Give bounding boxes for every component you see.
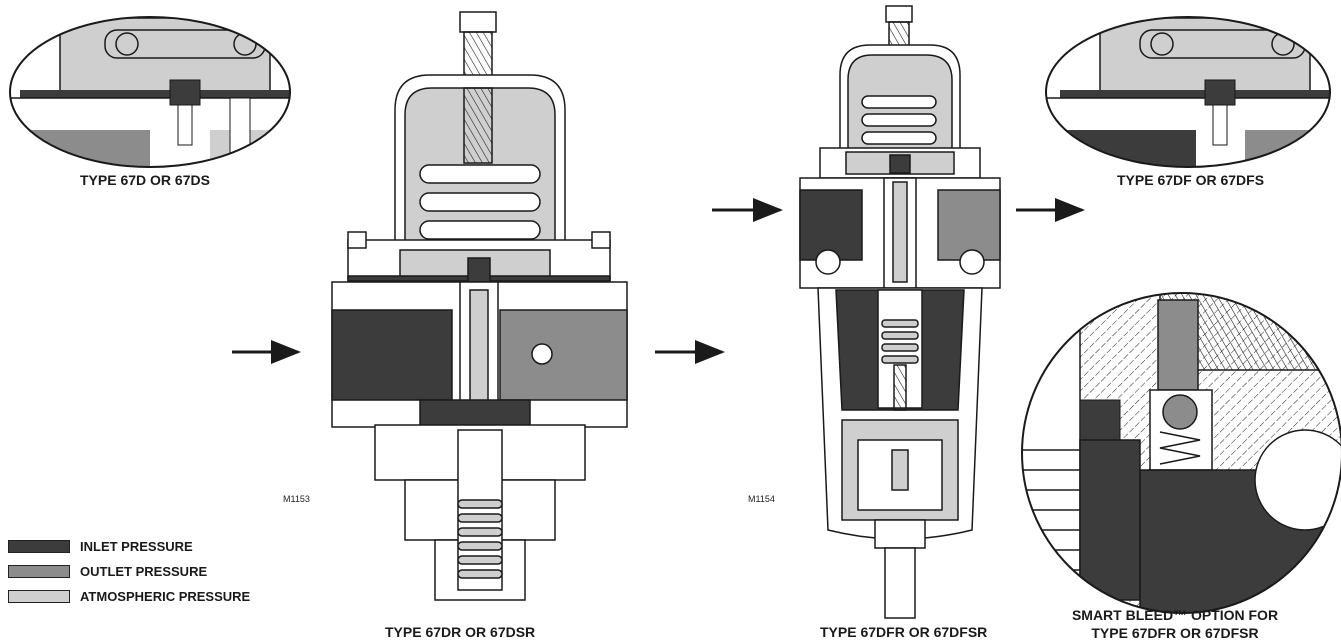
regulator-67dr bbox=[331, 11, 628, 601]
legend-item-outlet: OUTLET PRESSURE bbox=[8, 563, 207, 579]
label-type-67dfr: TYPE 67DFR OR 67DFSR bbox=[820, 624, 988, 640]
legend-swatch-atmospheric bbox=[8, 589, 70, 603]
legend-label-inlet: INLET PRESSURE bbox=[80, 538, 193, 554]
label-type-67d: TYPE 67D OR 67DS bbox=[80, 172, 210, 188]
label-smart-bleed-line2: TYPE 67DFR OR 67DFSR bbox=[1091, 625, 1259, 641]
label-type-67df: TYPE 67DF OR 67DFS bbox=[1117, 172, 1265, 188]
label-type-67dr: TYPE 67DR OR 67DSR bbox=[385, 624, 536, 640]
legend-label-outlet: OUTLET PRESSURE bbox=[80, 563, 208, 579]
label-smart-bleed-line1: SMART BLEED™ OPTION FOR bbox=[1071, 607, 1279, 623]
detail-67df bbox=[1045, 16, 1331, 168]
legend-swatch-outlet bbox=[8, 564, 70, 578]
legend-item-inlet: INLET PRESSURE bbox=[8, 538, 193, 554]
label-smart-bleed: SMART BLEED™ OPTION FOR TYPE 67DFR OR 67… bbox=[1050, 606, 1300, 642]
smart-bleed-detail bbox=[1021, 292, 1341, 614]
flow-arrows bbox=[232, 198, 1085, 364]
legend-label-atmospheric: ATMOSPHERIC PRESSURE bbox=[80, 588, 251, 604]
detail-67d bbox=[9, 16, 291, 168]
drawing-code-right: M1154 bbox=[748, 494, 775, 504]
drawing-code-left: M1153 bbox=[283, 494, 310, 504]
regulator-67dfr bbox=[799, 5, 1001, 619]
legend-swatch-inlet bbox=[8, 539, 70, 553]
legend-item-atmospheric: ATMOSPHERIC PRESSURE bbox=[8, 588, 250, 604]
